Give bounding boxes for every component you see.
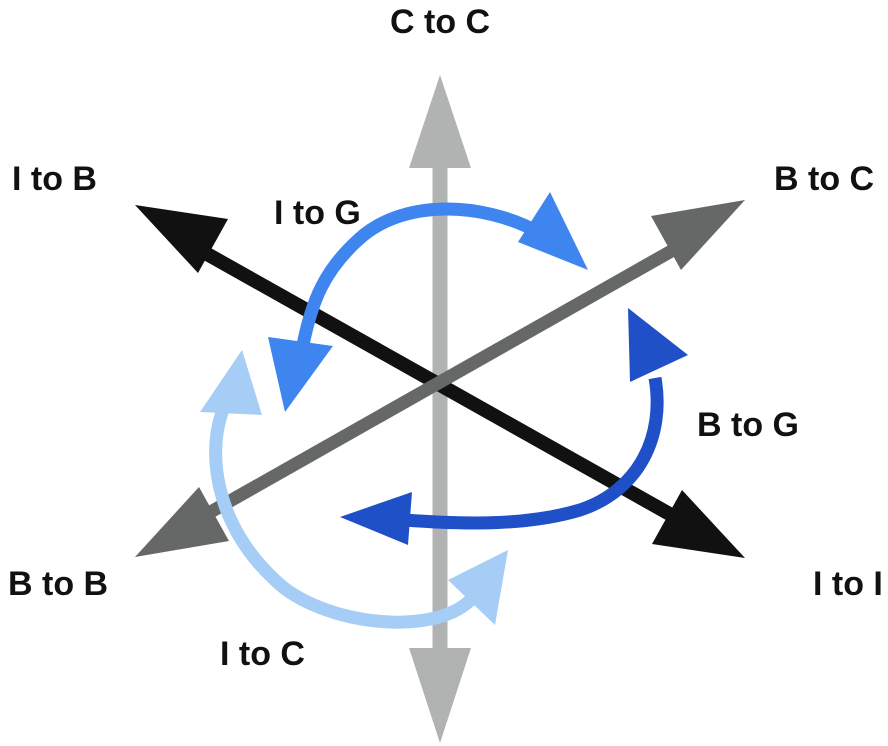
axis-c-to-c: [409, 75, 471, 743]
axis-gray-head-upper-right: [651, 200, 745, 270]
label-i-to-i: I to I: [813, 565, 883, 603]
label-i-to-b: I to B: [12, 160, 97, 198]
arc-i-to-g-head-left: [268, 337, 333, 412]
arc-b-to-g: [340, 308, 688, 545]
arc-i-to-g-head-right: [518, 192, 588, 270]
axis-c-to-c-head-top: [409, 75, 471, 168]
arc-b-to-g-head-left: [340, 492, 412, 545]
axis-gray-head-lower-left: [135, 487, 229, 557]
arc-i-to-c-head-upper: [200, 350, 262, 415]
label-b-to-b: B to B: [8, 565, 109, 603]
axis-b-to-c-b-to-b: [135, 200, 745, 557]
label-c-to-c: C to C: [390, 3, 491, 41]
axis-c-to-c-head-bottom: [409, 648, 471, 743]
arc-i-to-c: [200, 350, 508, 629]
label-b-to-g: B to G: [697, 406, 799, 444]
arc-b-to-g-path: [404, 376, 664, 530]
arc-i-to-c-path: [209, 402, 481, 629]
arc-i-to-g-path: [296, 202, 544, 347]
axis-gray-shaft: [196, 239, 686, 524]
axis-black-head-upper-left: [135, 205, 228, 273]
arc-i-to-g: [268, 192, 588, 412]
arc-i-to-c-head-lower: [448, 550, 508, 625]
label-b-to-c: B to C: [774, 160, 875, 198]
label-i-to-c: I to C: [220, 635, 305, 673]
arc-b-to-g-head-upper: [628, 308, 688, 382]
label-i-to-g: I to G: [274, 194, 361, 232]
axis-black-head-lower-right: [652, 490, 745, 558]
